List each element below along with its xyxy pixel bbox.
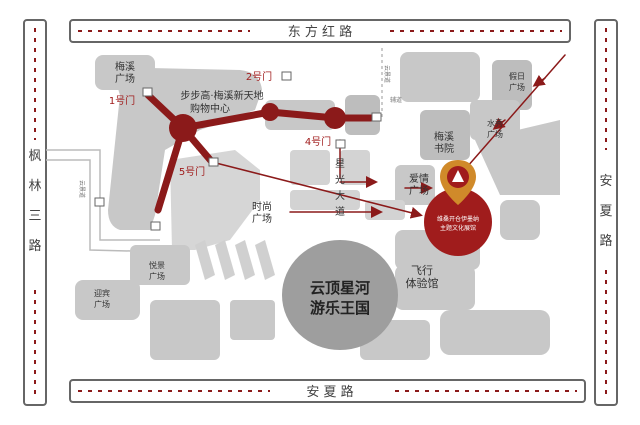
venue-marker: [424, 160, 492, 256]
yunding-park-l2: 游乐王国: [310, 299, 370, 317]
love-square-l1: 爱情: [409, 172, 429, 185]
west-road-char-2: 三: [28, 209, 41, 224]
north-road-label: 东 方 红 路: [288, 24, 352, 40]
west-road-char-3: 路: [28, 238, 41, 254]
meixi-library-l1: 梅溪: [434, 130, 454, 143]
venue-label-l2: 主题文化展馆: [440, 224, 476, 232]
yunjing-road-east-label: 云景道: [383, 65, 391, 83]
west-road-char-1: 林: [28, 179, 41, 194]
gate-icons: [94, 71, 382, 231]
yunding-park-l1: 云顶星河: [310, 279, 370, 297]
xingguang-avenue-c0: 星: [335, 158, 345, 170]
yunjing-road-west-label: 云景道: [78, 180, 86, 198]
flight-hall-l2: 体验馆: [406, 276, 439, 290]
road-labels: 东 方 红 路 安 夏 路 枫 林 三 路 安 夏 路: [28, 24, 612, 400]
gate-2-label: 2号门: [246, 70, 272, 83]
love-square-l2: 广场: [409, 184, 429, 197]
youjing-square-l1: 悦景: [149, 260, 165, 270]
xingguang-avenue-c3: 道: [335, 205, 345, 218]
place-labels: 梅溪 广场 步步高·梅溪新天地 购物中心 1号门 2号门 4号门 5号门 假日 …: [94, 60, 525, 317]
xingguang-avenue-c2: 大: [335, 189, 345, 202]
xingguang-avenue-c1: 光: [335, 173, 345, 186]
meixi-square-l1: 梅溪: [115, 60, 135, 73]
east-road-char-1: 夏: [599, 204, 612, 219]
mall-l2: 购物中心: [190, 102, 230, 115]
fashion-square-l2: 广场: [252, 212, 272, 225]
main-roads: [23, 19, 618, 406]
fashion-square-l1: 时尚: [252, 200, 272, 213]
youjing-square-l2: 广场: [149, 271, 165, 281]
mall-l1: 步步高·梅溪新天地: [180, 89, 263, 102]
west-road-char-0: 枫: [28, 149, 41, 164]
gate-1-label: 1号门: [109, 94, 135, 107]
venue-label-l1: 维桑开仓伊墨纳: [437, 215, 479, 223]
meixi-library-l2: 书院: [434, 142, 454, 155]
east-road-char-2: 路: [599, 233, 612, 249]
flight-hall-l1: 飞行: [411, 264, 433, 277]
side-road-label: 辅道: [390, 96, 402, 104]
yingbin-square-l2: 广场: [94, 299, 110, 309]
water-square-l2: 广场: [487, 129, 503, 139]
meixi-square-l2: 广场: [115, 72, 135, 85]
gate-4-label: 4号门: [305, 135, 331, 148]
gate-5-label: 5号门: [179, 165, 205, 178]
south-road-label: 安 夏 路: [306, 384, 353, 400]
water-square-l1: 水秀: [487, 118, 503, 128]
small-road-labels: 云景道 云景道 辅道: [78, 65, 402, 198]
yingbin-square-l1: 迎宾: [94, 288, 110, 298]
holiday-square-l2: 广场: [509, 82, 525, 92]
stripe-blocks: [195, 240, 275, 280]
route-nodes: [169, 103, 346, 142]
holiday-square-l1: 假日: [509, 72, 525, 81]
east-road-char-0: 安: [599, 174, 612, 189]
